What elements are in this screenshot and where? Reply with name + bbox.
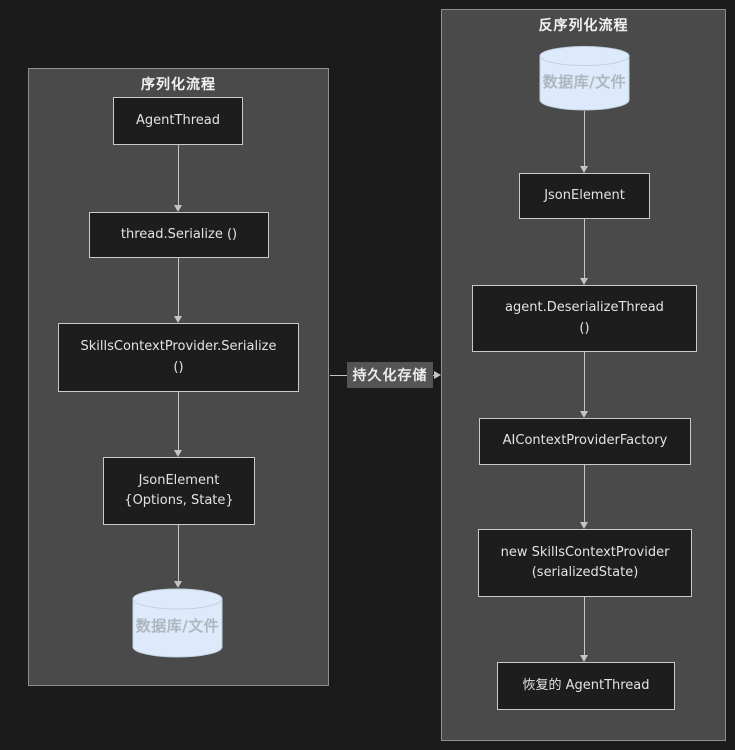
node-json-element: JsonElement (519, 173, 650, 219)
arrowhead-down-icon (580, 166, 588, 173)
node-skills-context-provider-serialize: SkillsContextProvider.Serialize () (58, 323, 299, 392)
node-restored-agent-thread: 恢复的 AgentThread (497, 662, 675, 710)
arrowhead-right-icon (434, 371, 441, 379)
node-skills-context-provider-serialize-label: SkillsContextProvider.Serialize () (80, 339, 277, 375)
node-agent-thread-label: AgentThread (136, 112, 220, 128)
arrowhead-down-icon (580, 278, 588, 285)
flow-arrow-line (584, 597, 585, 656)
flow-arrow-line (584, 352, 585, 412)
flow-arrow-line (178, 145, 179, 206)
node-thread-serialize: thread.Serialize () (89, 212, 269, 258)
arrowhead-down-icon (174, 205, 182, 212)
database-cylinder-right-label: 数据库/文件 (542, 72, 627, 91)
flow-arrow-line (178, 525, 179, 582)
node-thread-serialize-label: thread.Serialize () (120, 226, 238, 242)
flow-arrow-line (584, 111, 585, 167)
node-new-skills-context-provider: new SkillsContextProvider (serializedSta… (478, 529, 692, 597)
database-cylinder-left-label: 数据库/文件 (135, 617, 220, 636)
serialization-flow-title: 序列化流程 (141, 77, 216, 93)
persistence-arrow-label: 持久化存储 (347, 362, 433, 388)
node-restored-agent-thread-label: 恢复的 AgentThread (522, 677, 650, 693)
arrowhead-down-icon (580, 655, 588, 662)
node-json-element-label: JsonElement (544, 187, 625, 203)
arrowhead-down-icon (174, 581, 182, 588)
node-ai-context-provider-factory: AIContextProviderFactory (479, 418, 691, 465)
deserialization-flow-panel: 反序列化流程 (441, 9, 726, 741)
database-cylinder-icon (132, 588, 223, 658)
node-new-skills-context-provider-label: new SkillsContextProvider (serializedSta… (500, 544, 670, 580)
node-agent-deserialize-thread: agent.DeserializeThread () (472, 285, 697, 352)
node-json-element-options-state: JsonElement {Options, State} (103, 457, 255, 525)
database-cylinder-icon (539, 46, 630, 111)
flow-arrow-line (584, 465, 585, 523)
database-cylinder-left: 数据库/文件 (132, 588, 223, 658)
arrowhead-down-icon (580, 411, 588, 418)
flow-arrow-line (178, 258, 179, 317)
node-ai-context-provider-factory-label: AIContextProviderFactory (502, 433, 668, 449)
database-cylinder-right: 数据库/文件 (539, 46, 630, 111)
arrowhead-down-icon (580, 522, 588, 529)
node-agent-deserialize-thread-label: agent.DeserializeThread () (505, 300, 664, 336)
flow-arrow-line (178, 392, 179, 451)
node-json-element-options-state-label: JsonElement {Options, State} (124, 472, 234, 508)
deserialization-flow-title: 反序列化流程 (538, 18, 629, 34)
arrowhead-down-icon (174, 316, 182, 323)
node-agent-thread: AgentThread (113, 97, 243, 145)
arrowhead-down-icon (174, 450, 182, 457)
flow-arrow-line (584, 219, 585, 279)
